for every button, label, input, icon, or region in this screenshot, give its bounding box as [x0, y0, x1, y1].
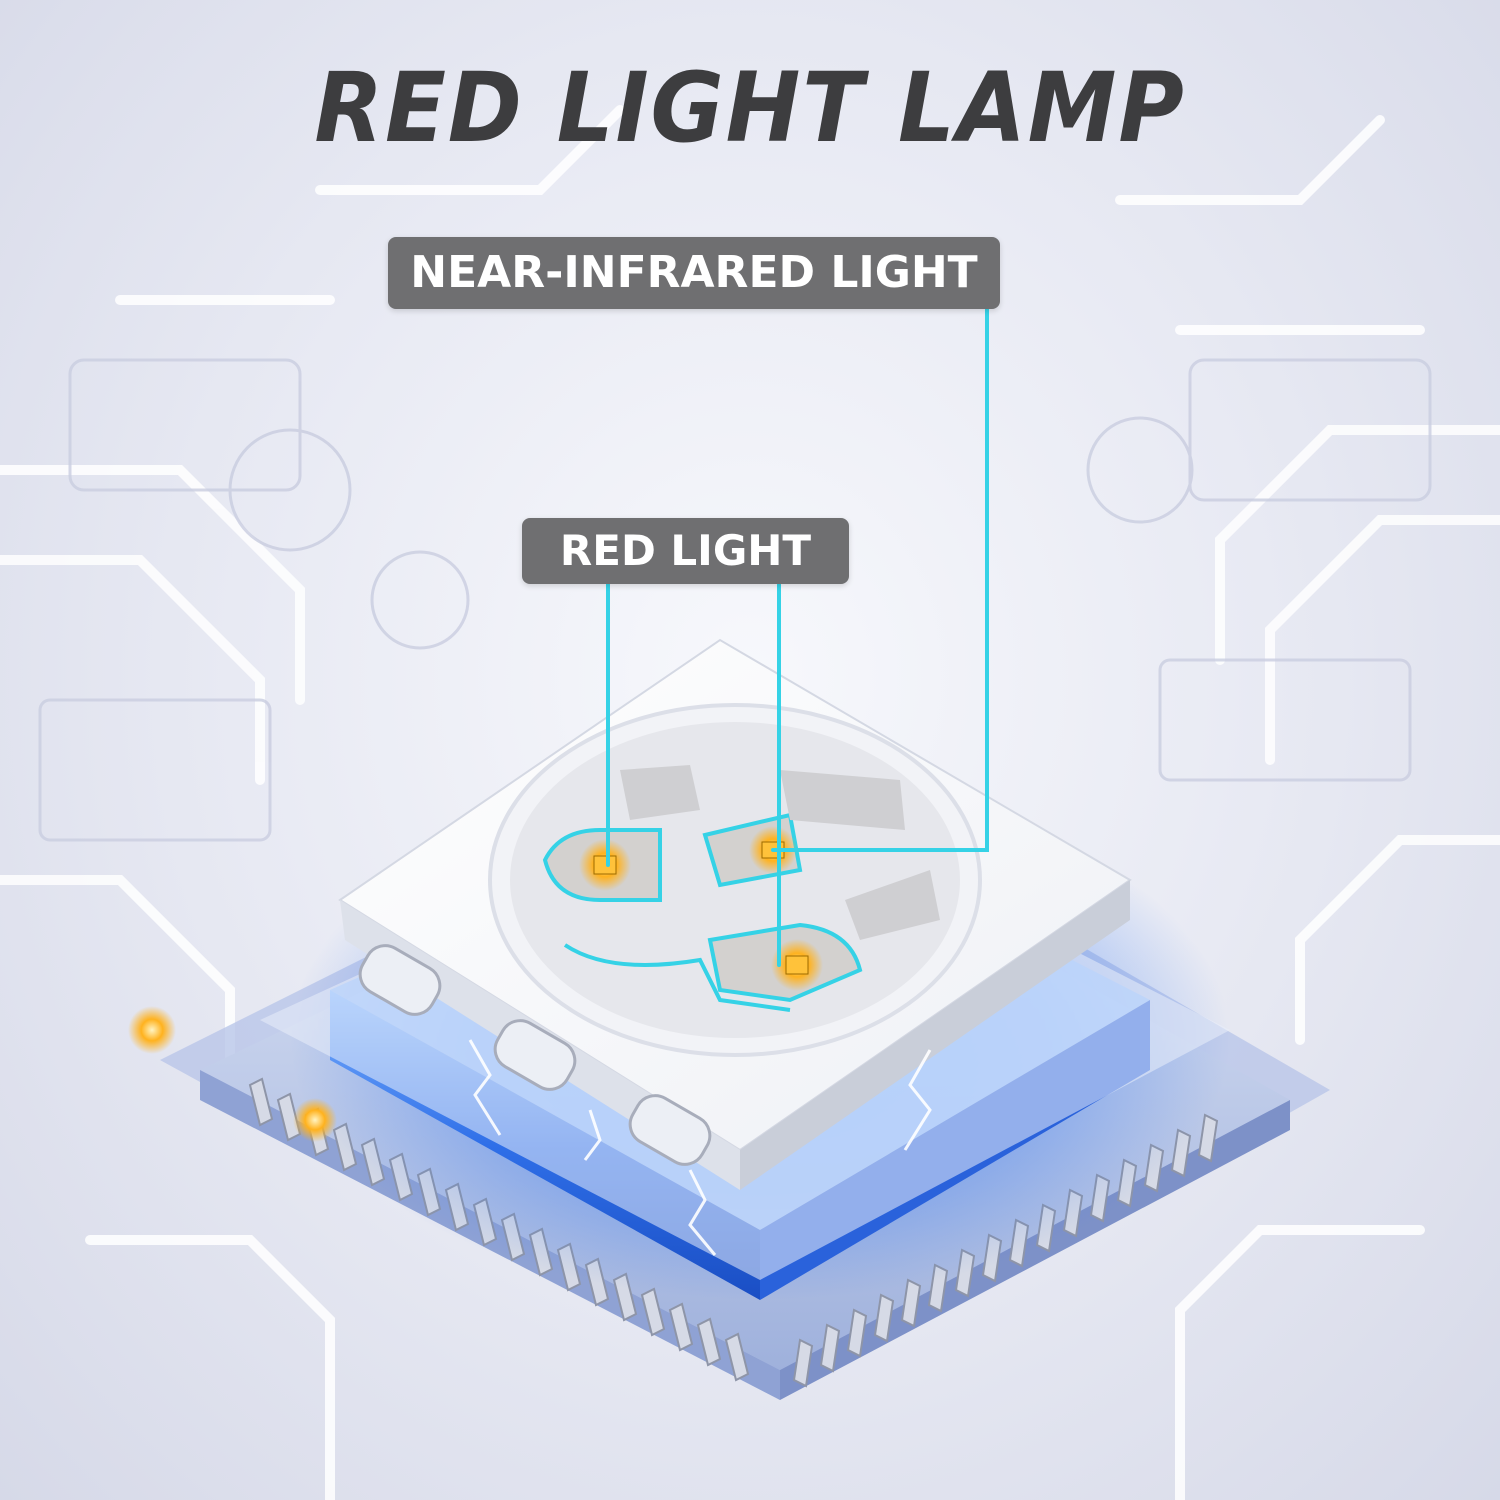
chip-pin — [846, 1308, 868, 1358]
page-title: RED LIGHT LAMP — [314, 52, 1186, 164]
leader-line-near-infrared — [771, 307, 989, 852]
chip-pin — [1197, 1113, 1219, 1163]
smd-led-chip-icon — [338, 638, 1132, 1190]
chip-pin — [819, 1323, 841, 1373]
electric-spark-icon — [468, 1039, 932, 1256]
chip-pin — [873, 1293, 895, 1343]
chip-pin — [248, 1077, 274, 1127]
chip-pin — [668, 1302, 694, 1352]
chip-pin — [792, 1338, 814, 1388]
near-infrared-light-label: NEAR-INFRARED LIGHT — [388, 237, 1000, 309]
chip-pin — [696, 1317, 722, 1367]
circuit-background — [0, 105, 1500, 1500]
red-light-label: RED LIGHT — [522, 518, 849, 584]
circuit-background-shadow — [38, 358, 1432, 842]
trace-highlight-dots — [128, 1006, 337, 1142]
chip-pin — [724, 1332, 750, 1382]
leader-lines — [606, 307, 989, 967]
